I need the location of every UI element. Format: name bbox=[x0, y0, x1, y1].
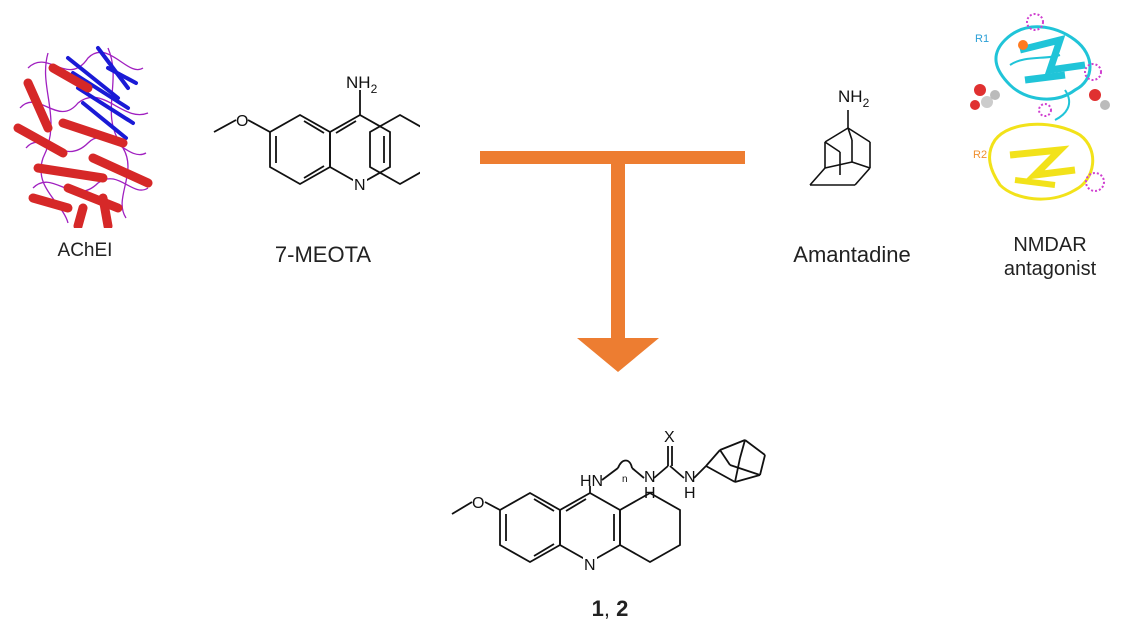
amantadine-amine-label: NH2 bbox=[838, 87, 870, 110]
nmdar-ligand-spheres bbox=[970, 13, 1110, 192]
nmdar-r2-domain bbox=[988, 122, 1095, 201]
product-nh1-h-label: H bbox=[644, 485, 656, 502]
nmdar-protein-image: R1 R2 bbox=[970, 13, 1110, 201]
product-nh1-n-label: N bbox=[644, 469, 656, 486]
meota-amine-label: NH2 bbox=[346, 73, 378, 96]
nmdar-r2-label: R2 bbox=[973, 149, 987, 161]
product-nh2-h-label: H bbox=[684, 485, 696, 502]
nmdar-r1-domain bbox=[994, 25, 1092, 121]
product-caption: 1, 2 bbox=[591, 596, 629, 621]
arrow-head bbox=[577, 338, 659, 372]
meota-n-label: N bbox=[354, 177, 366, 194]
product-x-label: X bbox=[664, 429, 675, 446]
meota-o-label: O bbox=[236, 113, 248, 130]
nmdar-r1-label: R1 bbox=[975, 33, 989, 45]
ache-caption: AChEI bbox=[57, 240, 113, 261]
product-o-label: O bbox=[472, 495, 484, 512]
amantadine-caption: Amantadine bbox=[793, 242, 911, 267]
ache-beta-strands bbox=[66, 46, 138, 140]
product-structure bbox=[451, 439, 766, 564]
product-ring-n-label: N bbox=[584, 557, 596, 574]
meota-structure bbox=[213, 90, 420, 186]
arrow-horizontal-bar bbox=[480, 151, 745, 164]
meota-caption: 7-MEOTA bbox=[274, 242, 372, 267]
amantadine-labels: NH2 bbox=[838, 87, 870, 110]
product-n-subscript: n bbox=[622, 474, 628, 485]
product-labels: N O HN n N H X N H bbox=[472, 429, 696, 574]
ache-protein-image bbox=[13, 46, 153, 228]
product-nh2-n-label: N bbox=[684, 469, 696, 486]
nmdar-caption-line2: antagonist bbox=[1003, 258, 1097, 280]
product-hn-label: HN bbox=[580, 473, 603, 490]
arrow-vertical-bar bbox=[611, 164, 625, 339]
reaction-arrow bbox=[480, 151, 745, 372]
meota-labels: N O NH2 bbox=[236, 73, 378, 194]
ache-helices bbox=[13, 63, 153, 228]
nmdar-caption-line1: NMDAR bbox=[1013, 234, 1087, 256]
amantadine-structure bbox=[809, 110, 871, 186]
